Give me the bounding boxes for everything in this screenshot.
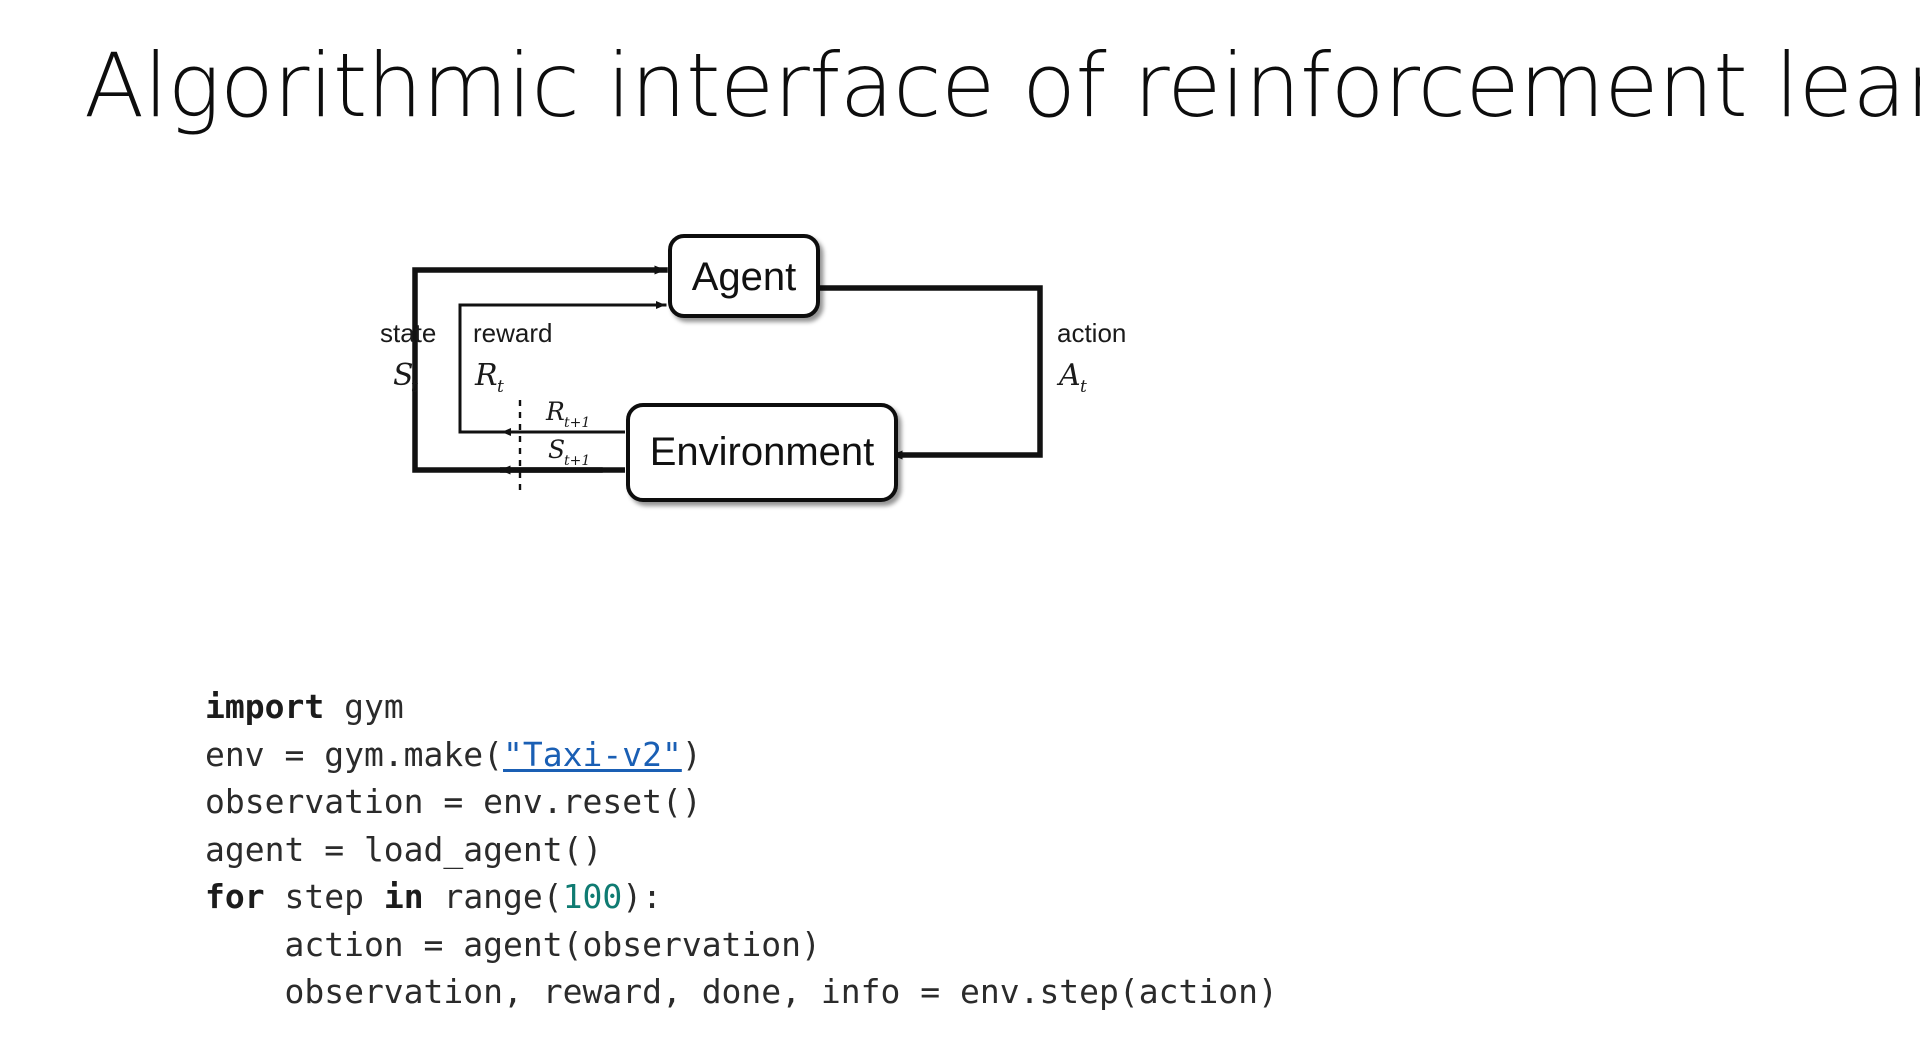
reward-label-subscript: t [497, 377, 504, 397]
page-title: Algorithmic interface of reinforcement l… [84, 34, 1920, 137]
code-token: for [205, 877, 265, 916]
code-line: for step in range(100): [205, 873, 1278, 921]
code-token: step [264, 877, 384, 916]
code-line: action = agent(observation) [205, 921, 1278, 969]
code-line: env = gym.make("Taxi-v2") [205, 731, 1278, 779]
action-label-subscript: t [1080, 377, 1087, 397]
agent-box: Agent [668, 234, 820, 318]
code-token: observation = env.reset() [205, 782, 702, 821]
code-token: in [383, 877, 424, 916]
state-label-subscript: t [411, 377, 418, 397]
next-state-subscript: t+1 [564, 453, 590, 469]
code-token: ) [681, 734, 702, 774]
agent-box-label: Agent [692, 255, 797, 299]
code-token: observation, reward, done, info = env.st… [205, 972, 1278, 1011]
environment-box-label: Environment [650, 430, 875, 474]
code-token: range( [423, 877, 563, 916]
code-token: agent = load_agent() [205, 829, 603, 869]
environment-box: Environment [626, 403, 898, 502]
reward-label-word: reward [473, 318, 552, 348]
next-reward-subscript: t+1 [564, 415, 590, 431]
code-line: import gym [205, 683, 1278, 731]
code-token: env = gym.make( [205, 734, 504, 774]
code-hyperlink[interactable]: "Taxi-v2" [503, 734, 682, 774]
code-line: observation = env.reset() [205, 778, 1278, 826]
action-label-word: action [1057, 318, 1126, 348]
code-line: agent = load_agent() [205, 826, 1278, 874]
code-line: observation, reward, done, info = env.st… [205, 968, 1278, 1016]
code-token: 100 [562, 877, 623, 916]
reward-label-symbol: R [474, 358, 498, 393]
code-token: gym [324, 687, 404, 726]
next-reward-symbol: R [545, 397, 565, 426]
rl-loop-diagram: Agent Environment state S t reward R t a… [380, 200, 1560, 600]
code-token: action = agent(observation) [205, 924, 821, 964]
code-token: import [205, 687, 325, 726]
state-label-word: state [380, 318, 436, 348]
action-arrow [817, 285, 1043, 460]
next-state-symbol: S [548, 435, 565, 464]
action-label-symbol: A [1056, 358, 1081, 393]
state-label-symbol: S [393, 358, 414, 393]
code-token: ): [622, 877, 663, 916]
